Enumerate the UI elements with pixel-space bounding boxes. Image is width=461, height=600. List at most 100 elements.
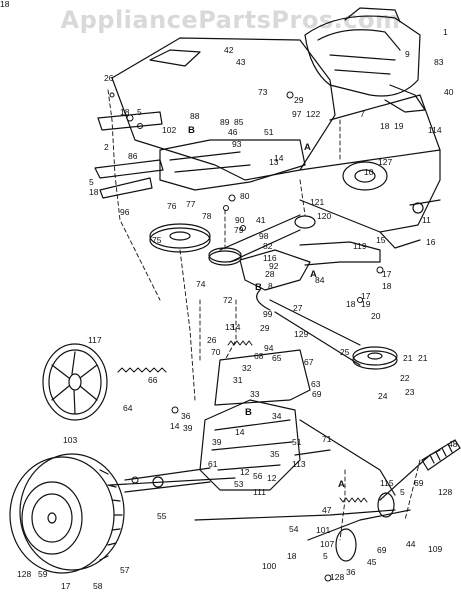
part-callout-18[interactable]: 18 [346,299,356,309]
part-callout-83[interactable]: 83 [434,57,444,67]
part-callout-39[interactable]: 39 [183,423,193,433]
part-callout-111[interactable]: 111 [253,487,266,497]
part-callout-21[interactable]: 21 [403,353,413,363]
part-callout-24[interactable]: 24 [378,391,388,401]
part-callout-47[interactable]: 47 [322,505,332,515]
part-callout-17[interactable]: 17 [382,269,392,279]
part-callout-61[interactable]: 61 [208,459,218,469]
part-callout-53[interactable]: 53 [234,479,244,489]
part-callout-96[interactable]: 96 [120,207,130,217]
part-callout-103[interactable]: 103 [63,435,78,445]
part-callout-64[interactable]: 64 [123,403,133,413]
part-callout-45[interactable]: 45 [367,557,377,567]
part-callout-40[interactable]: 40 [444,87,454,97]
part-callout-18[interactable]: 18 [120,107,130,117]
part-callout-a[interactable]: A [310,269,317,280]
part-callout-67[interactable]: 67 [304,357,314,367]
part-callout-36[interactable]: 36 [346,567,356,577]
part-callout-12[interactable]: 12 [240,467,250,477]
part-callout-18[interactable]: 18 [380,121,390,131]
part-callout-b[interactable]: B [188,125,195,136]
part-callout-5[interactable]: 5 [137,107,142,117]
part-callout-19[interactable]: 19 [394,121,404,131]
part-callout-15[interactable]: 15 [376,235,386,245]
part-callout-55[interactable]: 55 [157,511,167,521]
part-callout-5[interactable]: 5 [400,487,405,497]
part-callout-42[interactable]: 42 [224,45,234,55]
part-callout-b[interactable]: B [255,282,262,293]
part-callout-2[interactable]: 2 [104,142,109,152]
part-callout-8[interactable]: 8 [268,281,273,291]
part-callout-14[interactable]: 14 [170,421,180,431]
part-callout-80[interactable]: 80 [240,191,250,201]
part-callout-75[interactable]: 75 [152,235,162,245]
part-callout-98[interactable]: 98 [259,231,269,241]
part-callout-33[interactable]: 33 [250,389,260,399]
part-callout-77[interactable]: 77 [186,199,196,209]
part-callout-59[interactable]: 59 [38,569,48,579]
part-callout-69[interactable]: 69 [312,389,322,399]
part-callout-16[interactable]: 16 [426,237,436,247]
part-callout-7[interactable]: 7 [360,109,365,119]
part-callout-84[interactable]: 84 [315,275,325,285]
part-callout-90[interactable]: 90 [235,215,245,225]
part-callout-17[interactable]: 17 [361,291,371,301]
part-callout-b[interactable]: B [245,407,252,418]
part-callout-119[interactable]: 119 [353,241,367,251]
part-callout-71[interactable]: 71 [322,434,332,444]
part-callout-14[interactable]: 14 [274,153,284,163]
part-callout-44[interactable]: 44 [406,539,416,549]
part-callout-127[interactable]: 127 [378,157,393,167]
part-callout-31[interactable]: 31 [233,375,243,385]
part-callout-128[interactable]: 128 [330,572,345,582]
part-callout-5[interactable]: 5 [89,177,94,187]
part-callout-56[interactable]: 56 [253,471,263,481]
part-callout-99[interactable]: 99 [263,309,273,319]
part-callout-39[interactable]: 39 [212,437,222,447]
part-callout-18[interactable]: 18 [382,281,392,291]
part-callout-29[interactable]: 29 [294,95,304,105]
part-callout-117[interactable]: 117 [88,335,102,345]
part-callout-1[interactable]: 1 [443,27,448,37]
part-callout-41[interactable]: 41 [256,215,266,225]
part-callout-43[interactable]: 43 [236,57,246,67]
part-callout-25[interactable]: 25 [340,347,350,357]
part-callout-32[interactable]: 32 [242,363,252,373]
part-callout-69[interactable]: 69 [377,545,387,555]
part-callout-18[interactable]: 18 [89,187,99,197]
part-callout-14[interactable]: 14 [231,322,241,332]
part-callout-11[interactable]: 11 [422,215,431,225]
part-callout-88[interactable]: 88 [190,111,200,121]
part-callout-93[interactable]: 93 [232,139,242,149]
part-callout-101[interactable]: 101 [316,525,331,535]
part-callout-23[interactable]: 23 [405,387,415,397]
part-callout-12[interactable]: 12 [267,473,277,483]
part-callout-20[interactable]: 20 [371,311,381,321]
part-callout-29[interactable]: 29 [260,323,270,333]
part-callout-27[interactable]: 27 [293,303,303,313]
part-callout-14[interactable]: 14 [235,427,245,437]
part-callout-51[interactable]: 51 [264,127,274,137]
part-callout-10[interactable]: 10 [364,167,374,177]
part-callout-113[interactable]: 113 [292,459,306,469]
part-callout-86[interactable]: 86 [128,151,138,161]
part-callout-76[interactable]: 76 [167,201,177,211]
part-callout-18[interactable]: 18 [287,551,297,561]
part-callout-65[interactable]: 65 [272,353,282,363]
part-callout-100[interactable]: 100 [262,561,277,571]
part-callout-121[interactable]: 121 [310,197,325,207]
part-callout-120[interactable]: 120 [317,211,332,221]
part-callout-18[interactable]: 18 [0,0,10,9]
part-callout-72[interactable]: 72 [223,295,233,305]
part-callout-19[interactable]: 19 [361,299,371,309]
part-callout-5[interactable]: 5 [323,551,328,561]
part-callout-22[interactable]: 22 [400,373,410,383]
part-callout-129[interactable]: 129 [294,329,309,339]
part-callout-17[interactable]: 17 [61,581,71,591]
part-callout-89[interactable]: 89 [220,117,230,127]
part-callout-26[interactable]: 26 [207,335,217,345]
part-callout-28[interactable]: 28 [265,269,275,279]
part-callout-54[interactable]: 54 [289,524,299,534]
part-callout-13[interactable]: 13 [269,157,279,167]
part-callout-66[interactable]: 66 [148,375,158,385]
